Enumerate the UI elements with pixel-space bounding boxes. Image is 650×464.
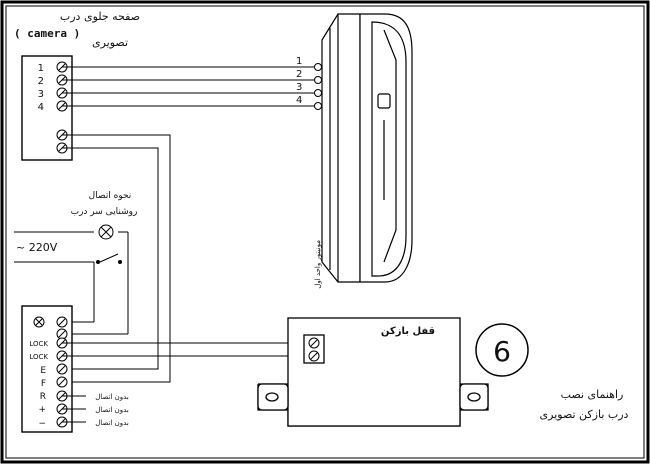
wire-number: 4 — [296, 95, 302, 106]
main-terminal-screws — [56, 316, 68, 428]
terminal-icon-row — [33, 316, 45, 328]
no-connection-label: بدون اتصال — [95, 406, 129, 414]
monitor-connectors — [314, 63, 322, 110]
door-lock-unit — [257, 317, 489, 427]
inner-border — [5, 5, 645, 459]
main-terminal-labels: LOCK LOCK E F R + − — [29, 340, 48, 429]
lamp-label-line1: نحوه اتصال — [89, 191, 132, 201]
screw-terminal-icon — [56, 328, 68, 340]
voltage-label: ~ 220V — [16, 241, 58, 254]
main-terminal-label: + — [38, 405, 46, 415]
screw-terminal-icon — [56, 316, 68, 328]
camera-terminal-label: 3 — [38, 89, 44, 100]
camera-terminal-label: 4 — [38, 102, 44, 113]
step-badge: 6 — [475, 323, 529, 377]
main-terminal-label: LOCK — [29, 340, 48, 348]
camera-title-line1: صفحه جلوی درب — [60, 10, 140, 23]
wire-number: 1 — [296, 56, 302, 67]
main-terminal-label: R — [40, 392, 46, 402]
main-terminal-label: − — [38, 419, 46, 429]
lamp-icon — [98, 224, 114, 240]
camera-label: ( camera ) — [14, 27, 80, 40]
no-connection-labels: بدون اتصال بدون اتصال بدون اتصال — [95, 393, 129, 427]
no-connection-label: بدون اتصال — [95, 393, 129, 401]
screw-terminal-icon — [56, 376, 68, 388]
main-terminal-label: E — [40, 366, 46, 376]
wire-number: 2 — [296, 69, 302, 80]
camera-power-wires — [62, 134, 171, 383]
step-number: 6 — [493, 335, 511, 368]
wire-number: 3 — [296, 82, 302, 93]
lamp-terminal-icon — [33, 316, 45, 328]
caption-line1: راهنمای نصب — [561, 388, 624, 401]
camera-title-line2: تصویری — [92, 36, 128, 49]
screw-terminal-icon — [308, 350, 320, 362]
lock-label: قفل بازکن — [381, 326, 435, 337]
monitor-label: مونیتور واحد اول — [314, 240, 322, 289]
main-terminal-label: F — [41, 379, 46, 389]
switch-contacts — [96, 260, 122, 264]
screw-terminal-icon — [308, 337, 320, 349]
no-connection-label: بدون اتصال — [95, 419, 129, 427]
lamp-circuit — [14, 231, 129, 335]
main-terminal-label: LOCK — [29, 353, 48, 361]
camera-monitor-wires — [62, 66, 318, 107]
lamp-label-line2: روشنایی سر درب — [71, 207, 138, 217]
screw-terminal-icon — [56, 363, 68, 375]
camera-terminal-label: 2 — [38, 76, 44, 87]
camera-terminal-label: 1 — [38, 63, 44, 74]
lock-wires — [62, 342, 316, 357]
no-connection-leads — [62, 395, 86, 423]
monitor-wire-numbers: 1 2 3 4 — [296, 56, 302, 106]
monitor-unit — [321, 13, 413, 283]
caption-line2: درب بازکن تصویری — [540, 408, 629, 421]
lock-terminal-screws — [308, 337, 320, 362]
